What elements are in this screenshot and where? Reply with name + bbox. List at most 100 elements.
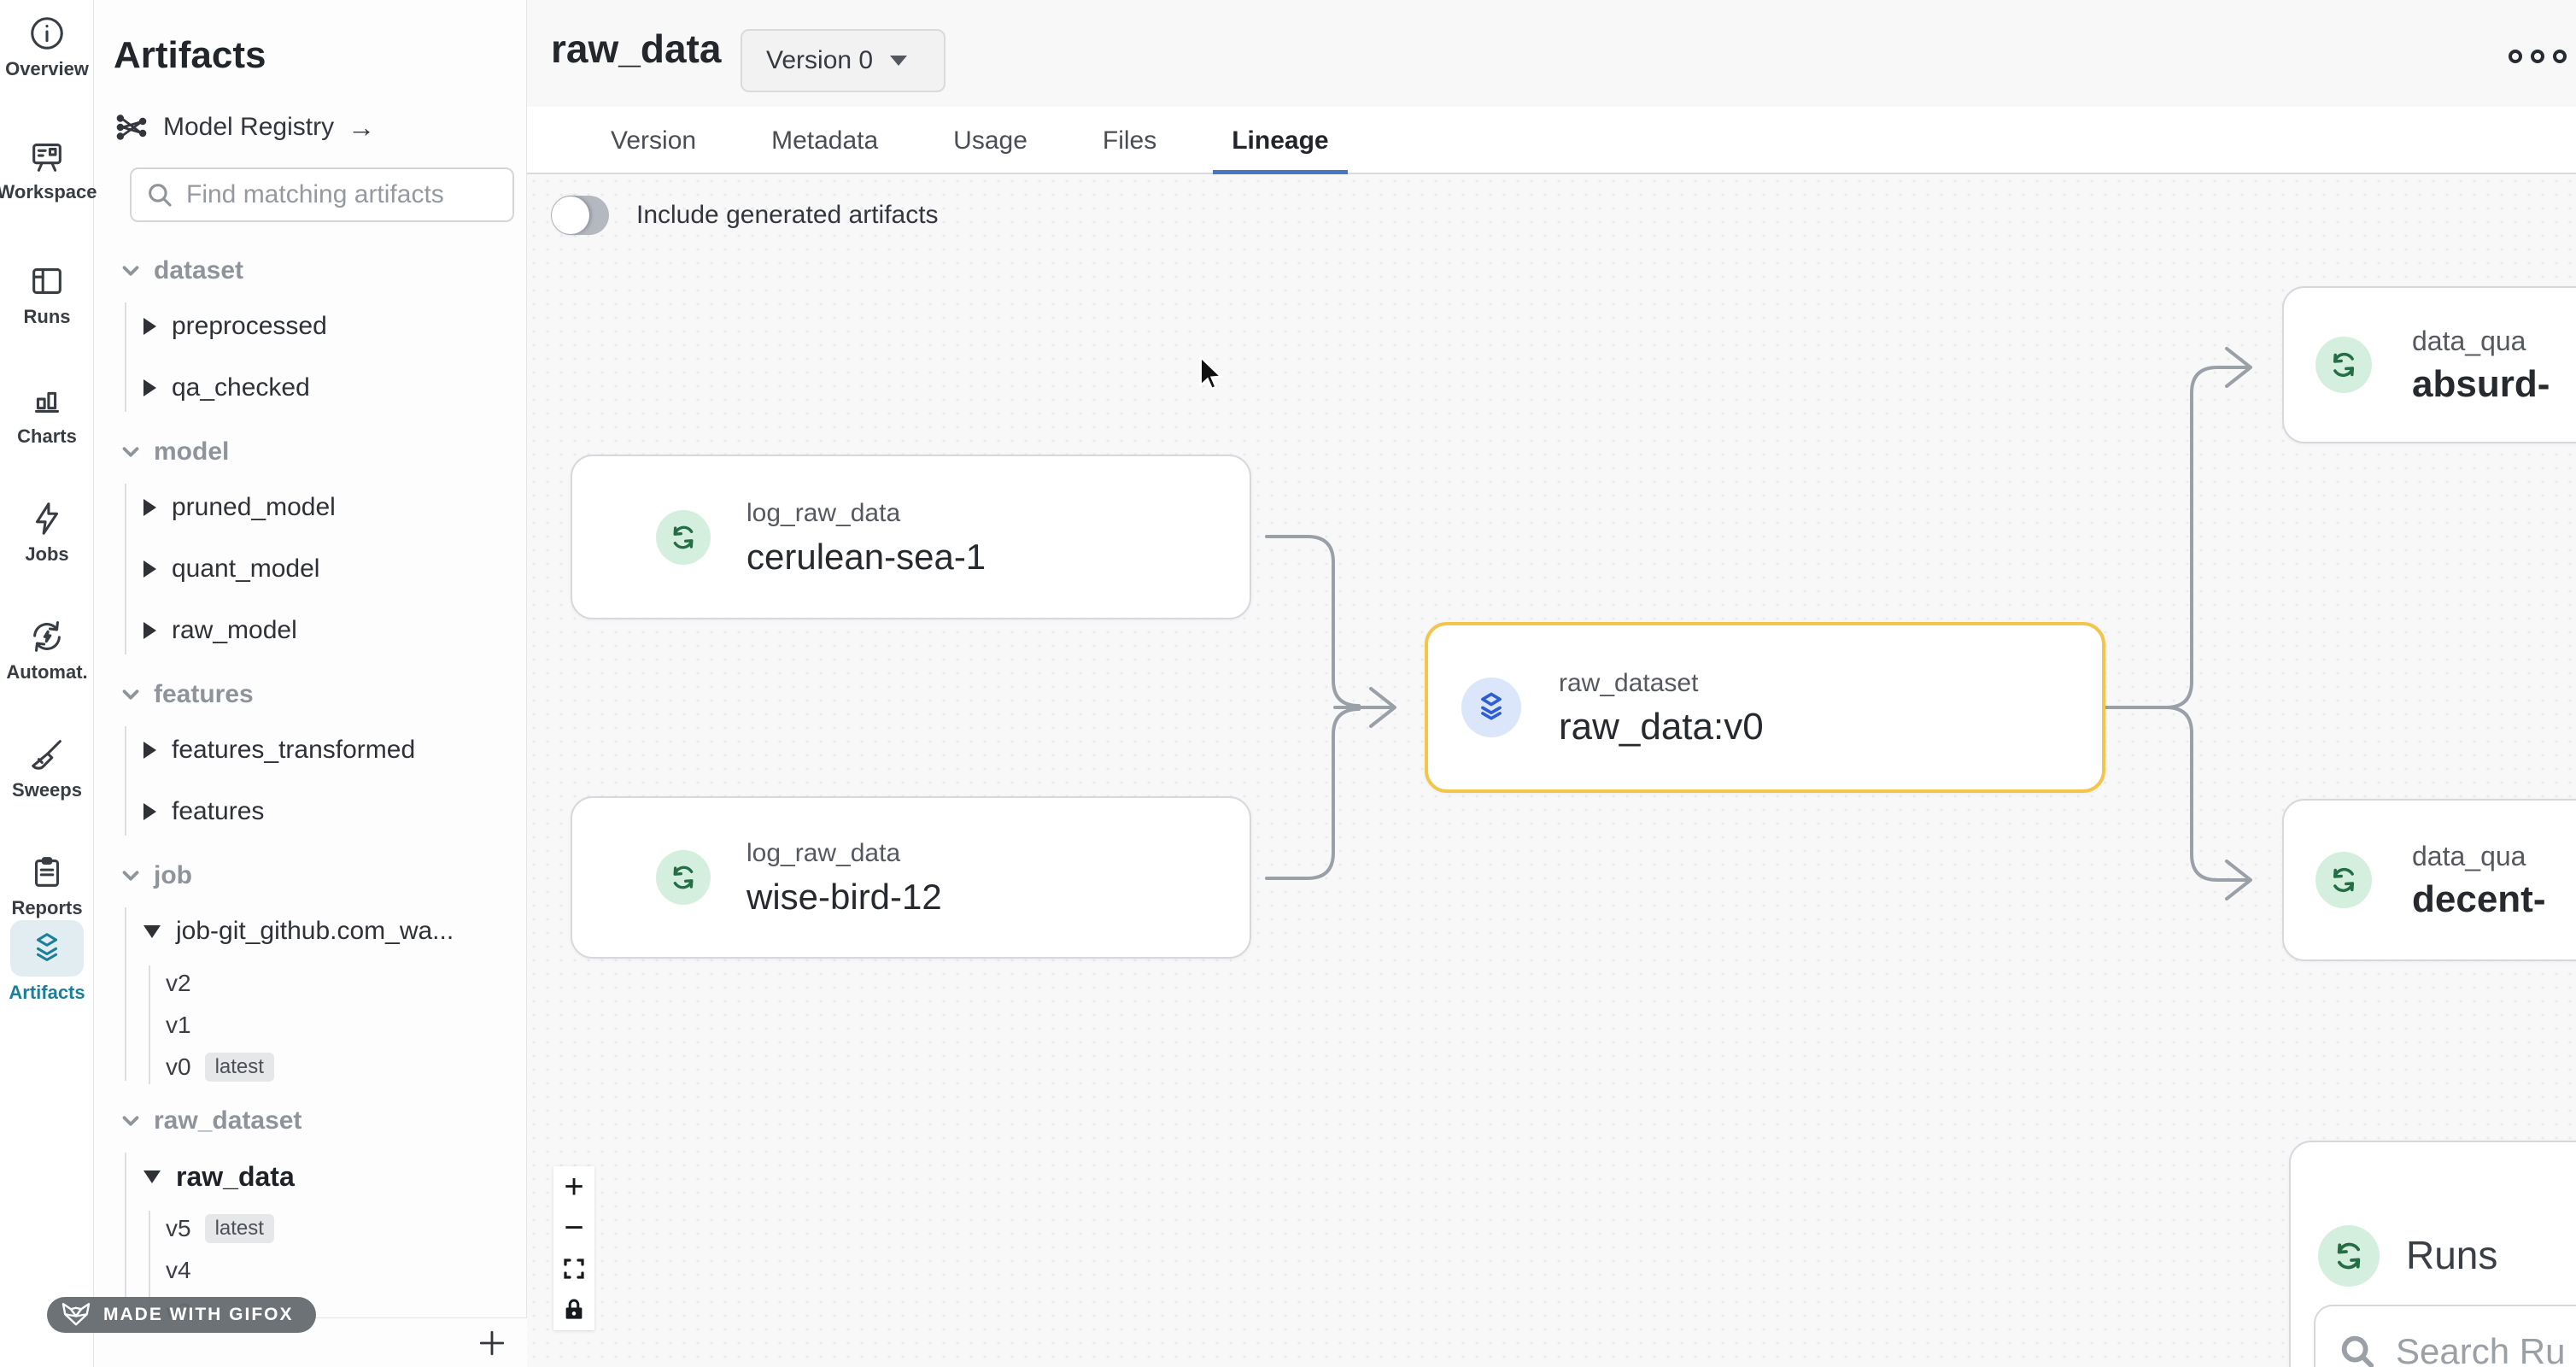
tree-item[interactable]: quant_model — [94, 538, 527, 600]
canvas-zoom-controls: + − — [553, 1166, 594, 1330]
lineage-node-run-absurd[interactable]: data_qua absurd- — [2282, 286, 2576, 443]
tree-item[interactable]: features_transformed — [94, 719, 527, 781]
tree-section-header[interactable]: model — [94, 427, 527, 477]
tree-item[interactable]: features — [94, 781, 527, 842]
lineage-canvas[interactable]: Include generated artifacts — [527, 174, 2576, 1367]
lineage-node-run-decent[interactable]: data_qua decent- — [2282, 799, 2576, 961]
fit-view-button[interactable] — [553, 1248, 594, 1289]
tree-section-model: model pruned_model quant_model raw_model — [94, 427, 527, 661]
tab-bar: Version Metadata Usage Files Lineage — [527, 107, 2576, 176]
tree-item[interactable]: preprocessed — [94, 296, 527, 357]
runs-table-icon — [32, 268, 61, 294]
tab-usage[interactable]: Usage — [953, 126, 1027, 155]
arrow-right-icon: → — [348, 111, 376, 143]
add-artifact-plus-icon[interactable] — [476, 1327, 508, 1359]
version-row[interactable]: v1 — [166, 1011, 191, 1038]
more-menu-button[interactable] — [2509, 50, 2567, 63]
collapsed-arrow-icon — [143, 742, 156, 759]
tab-lineage[interactable]: Lineage — [1213, 107, 1348, 176]
chevron-down-icon — [122, 689, 139, 700]
tree-item[interactable]: job-git_github.com_wa... — [94, 901, 527, 962]
rail-label: Workspace — [0, 181, 97, 202]
collapsed-arrow-icon — [143, 560, 156, 578]
tree-item[interactable]: raw_model — [94, 600, 527, 661]
artifacts-sidebar: Artifacts Model Registry → dataset prepr… — [94, 0, 527, 1367]
tree-item[interactable]: pruned_model — [94, 477, 527, 538]
runs-search-input[interactable] — [2396, 1331, 2576, 1367]
version-row[interactable]: v2 — [166, 969, 191, 996]
lineage-node-run-cerulean[interactable]: log_raw_data cerulean-sea-1 — [571, 455, 1251, 619]
rail-item-jobs[interactable]: Jobs — [0, 499, 94, 566]
rail-item-artifacts[interactable]: Artifacts — [0, 920, 94, 1004]
collapsed-arrow-icon — [143, 318, 156, 335]
zoom-out-button[interactable]: − — [553, 1207, 594, 1248]
tab-files[interactable]: Files — [1102, 126, 1157, 155]
tree-section-header[interactable]: raw_dataset — [94, 1096, 527, 1146]
page-title: raw_data — [551, 26, 722, 71]
rail-item-automations[interactable]: Automat. — [0, 617, 94, 684]
node-run-name: wise-bird-12 — [746, 877, 942, 917]
rail-item-charts[interactable]: Charts — [0, 381, 94, 448]
rail-label: Runs — [23, 306, 71, 327]
tree-section-dataset: dataset preprocessed qa_checked — [94, 246, 527, 419]
rail-item-overview[interactable]: Overview — [0, 14, 94, 80]
runs-icon-circle — [2318, 1225, 2380, 1287]
lineage-node-artifact-raw-data[interactable]: raw_dataset raw_data:v0 — [1425, 622, 2105, 793]
runs-search — [2314, 1305, 2576, 1367]
tab-metadata[interactable]: Metadata — [771, 126, 879, 155]
rail-label: Overview — [5, 58, 89, 79]
chevron-down-icon — [122, 266, 139, 276]
tree-item-raw-data[interactable]: raw_data — [94, 1146, 527, 1207]
rail-item-sweeps[interactable]: Sweeps — [0, 735, 94, 801]
node-run-name: cerulean-sea-1 — [746, 536, 986, 577]
version-row[interactable]: v4 — [166, 1256, 191, 1283]
tree-section-features: features features_transformed features — [94, 670, 527, 842]
run-cycle-icon — [2333, 352, 2355, 378]
rail-item-runs[interactable]: Runs — [0, 261, 94, 328]
model-registry-link[interactable]: Model Registry → — [114, 109, 375, 145]
artifact-search-input[interactable] — [186, 180, 499, 209]
tree-item[interactable]: qa_checked — [94, 357, 527, 419]
lineage-node-runs-group[interactable]: Runs — [2289, 1141, 2576, 1367]
version-dropdown[interactable]: Version 0 — [741, 29, 946, 92]
toggle-label: Include generated artifacts — [636, 201, 939, 229]
rail-item-reports[interactable]: Reports — [0, 853, 94, 919]
latest-badge: latest — [204, 1052, 274, 1082]
rail-label: Sweeps — [12, 779, 82, 801]
info-icon — [31, 17, 63, 50]
toggle-row: Include generated artifacts — [551, 196, 939, 235]
run-icon-circle — [656, 509, 711, 565]
layers-icon — [1481, 692, 1502, 720]
tree-section-header[interactable]: features — [94, 670, 527, 719]
chevron-down-icon — [122, 1116, 139, 1126]
lock-button[interactable] — [553, 1289, 594, 1330]
tree-section-header[interactable]: dataset — [94, 246, 527, 296]
collapsed-arrow-icon — [143, 499, 156, 516]
rail-label: Reports — [11, 897, 83, 918]
include-generated-toggle[interactable] — [551, 196, 609, 235]
lock-icon — [565, 1299, 583, 1319]
rail-item-workspace[interactable]: Workspace — [0, 137, 97, 203]
expanded-arrow-icon — [143, 1170, 161, 1183]
rail-label: Charts — [17, 425, 77, 447]
active-pill — [10, 920, 84, 977]
collapsed-arrow-icon — [143, 622, 156, 639]
gifox-label: MADE WITH GIFOX — [103, 1305, 294, 1324]
lineage-node-run-wise[interactable]: log_raw_data wise-bird-12 — [571, 796, 1251, 959]
tree-section-header[interactable]: job — [94, 851, 527, 901]
zoom-in-button[interactable]: + — [553, 1166, 594, 1207]
expanded-arrow-icon — [143, 924, 161, 938]
ellipsis-dot — [2509, 50, 2522, 63]
automation-icon — [33, 621, 61, 652]
rail-label: Artifacts — [9, 982, 85, 1003]
gifox-badge: MADE WITH GIFOX — [47, 1297, 316, 1333]
rail-label: Automat. — [6, 661, 88, 683]
tab-version[interactable]: Version — [611, 126, 697, 155]
model-registry-label: Model Registry — [163, 113, 335, 141]
ellipsis-dot — [2531, 50, 2544, 63]
run-icon-circle — [2315, 337, 2372, 393]
